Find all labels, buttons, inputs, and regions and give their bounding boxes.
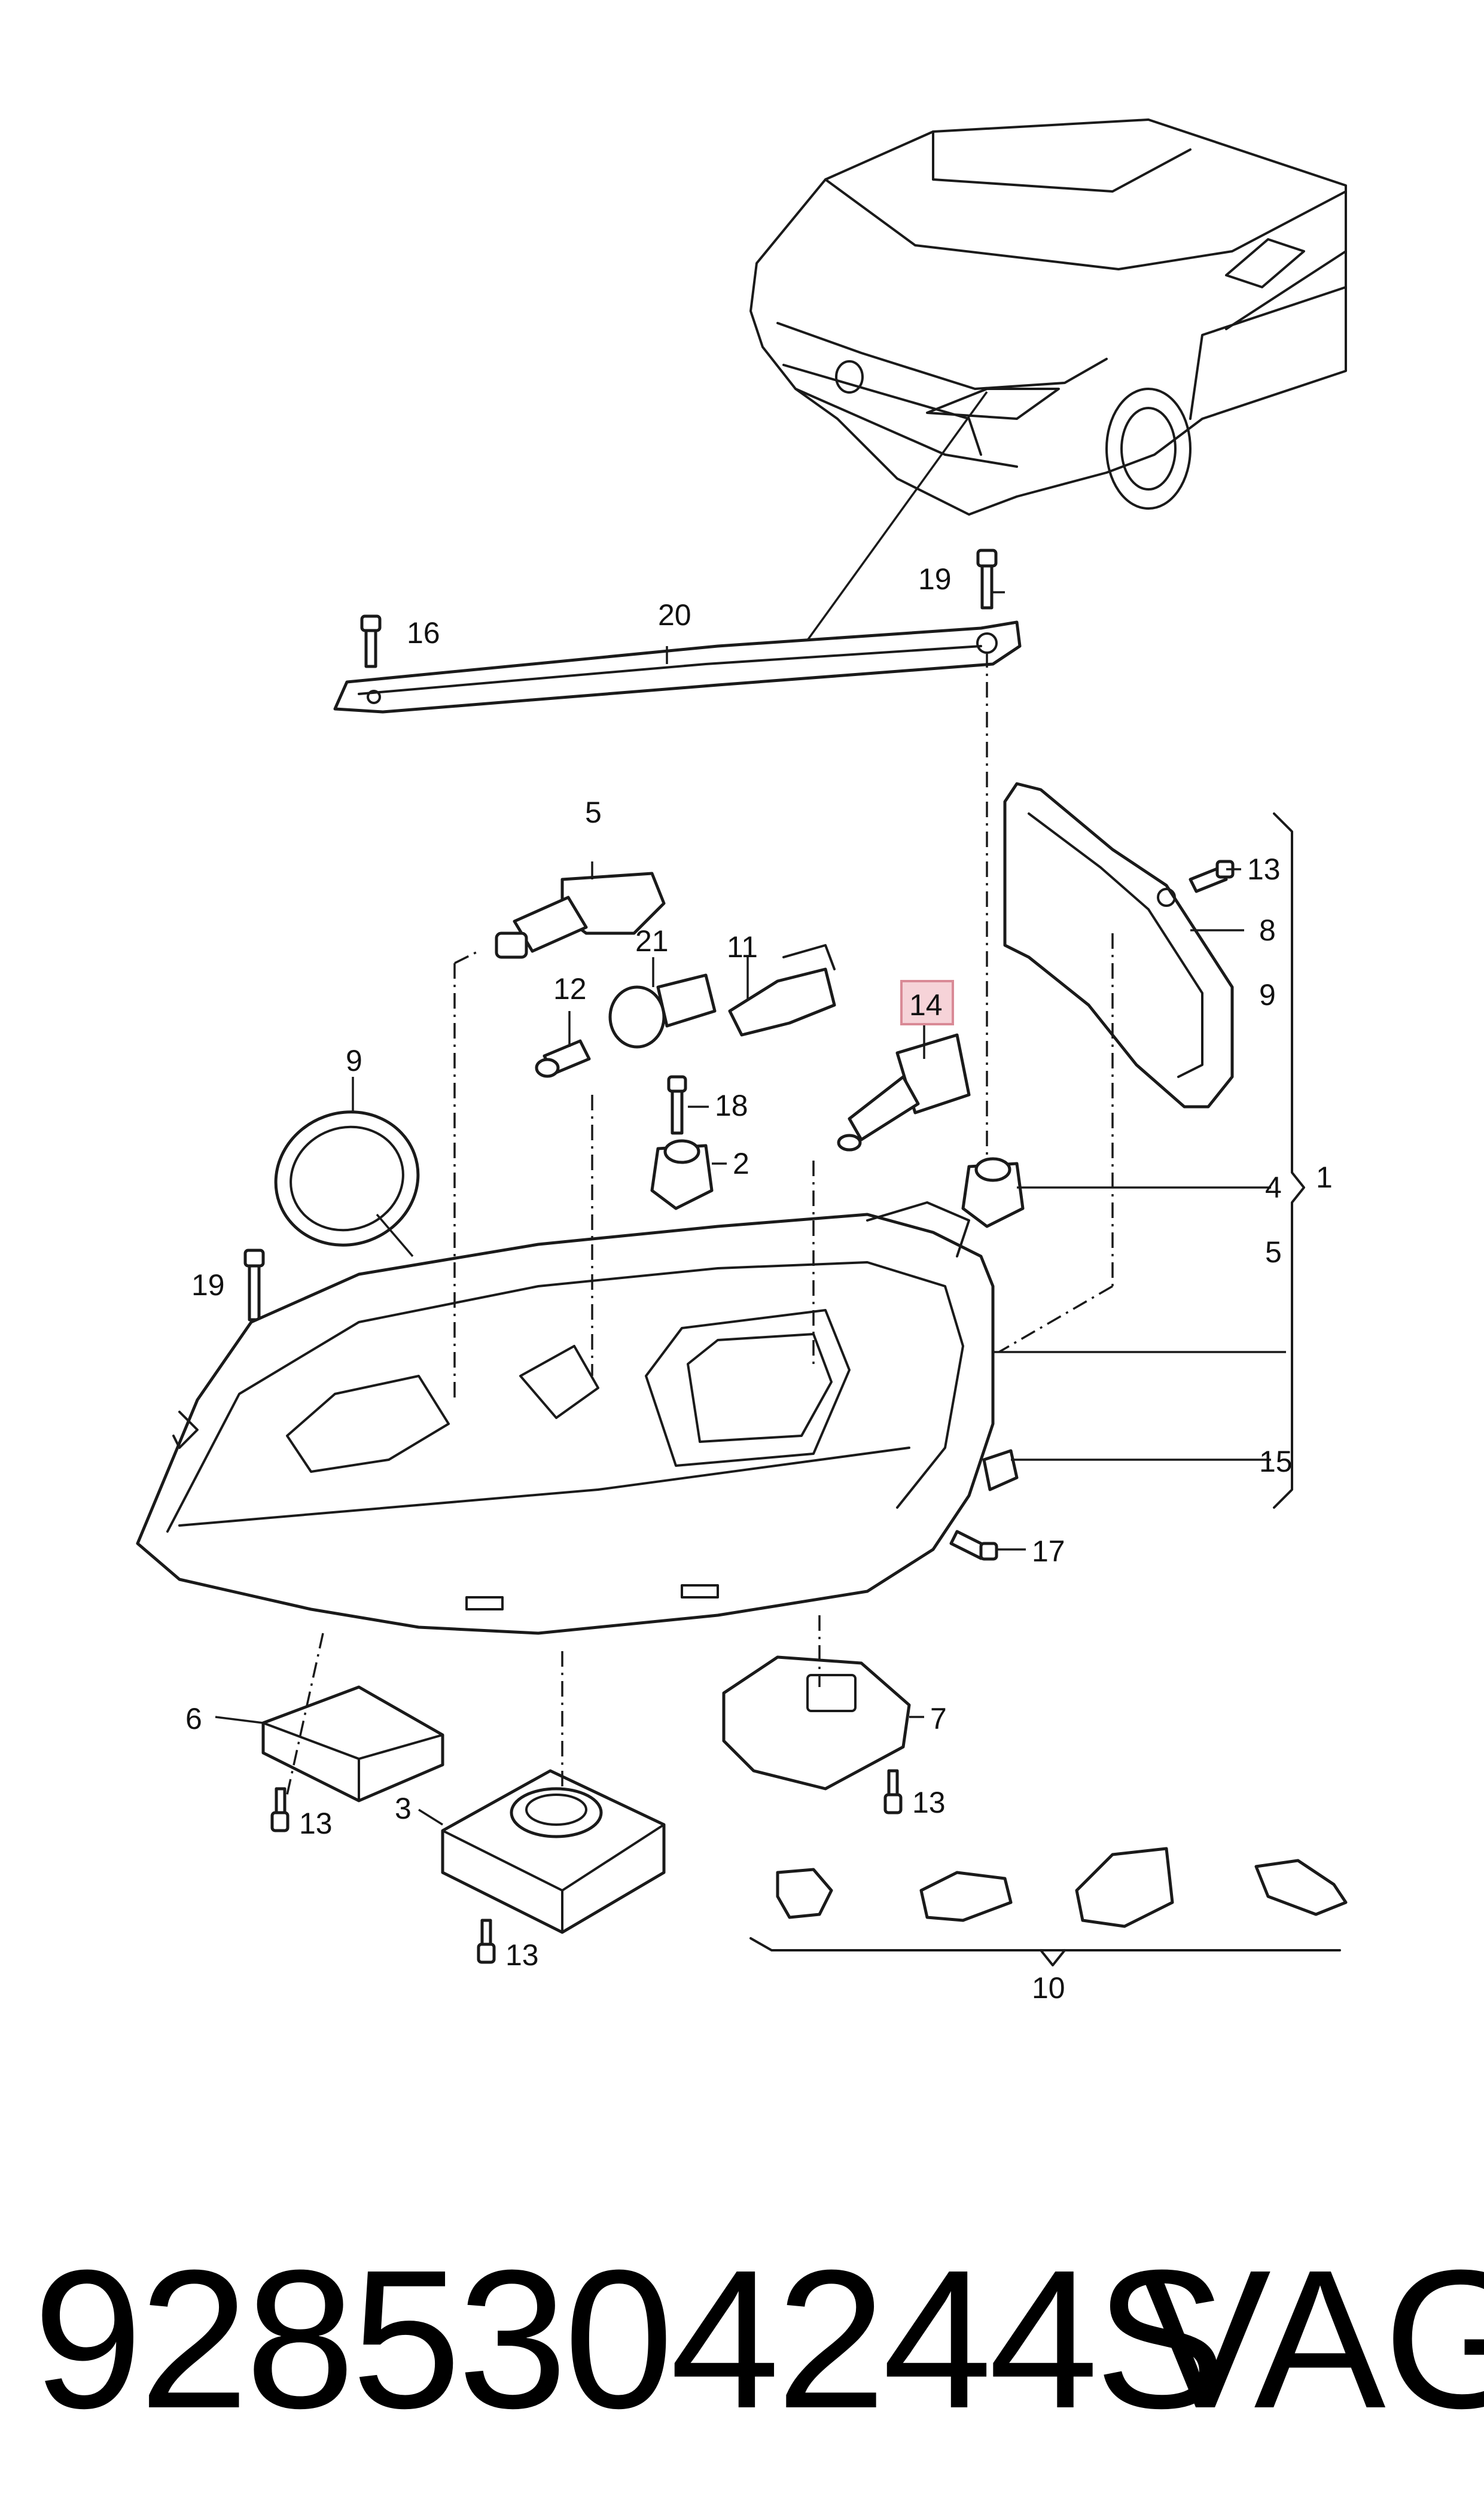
part-5-bulb	[495, 872, 666, 959]
callout-17: 17	[1032, 1534, 1065, 1568]
callout-13-left: 13	[299, 1807, 333, 1840]
part-4-clip	[961, 1157, 1025, 1228]
callout-9-left: 9	[346, 1044, 362, 1077]
part-number: 9285304244S	[33, 2228, 1226, 2449]
callout-21: 21	[635, 924, 669, 958]
part-7-bracket	[722, 1655, 911, 1791]
car-illustration	[749, 118, 1347, 641]
part-9-ring	[274, 1110, 420, 1247]
callout-12: 12	[553, 972, 587, 1006]
assembly-lines	[286, 652, 1114, 1795]
callout-7: 7	[930, 1702, 947, 1735]
part-14-xenon-bulb	[837, 1033, 971, 1152]
part-12-bulb	[535, 1039, 591, 1078]
part-20-bracket	[333, 620, 1022, 714]
brand-name: VAG	[1139, 2228, 1484, 2449]
part-3-ballast	[441, 1769, 666, 1934]
callout-13-upper: 13	[1247, 852, 1281, 886]
callout-14-highlight	[900, 980, 954, 1025]
callout-2: 2	[733, 1147, 749, 1180]
screw-18	[667, 1075, 687, 1135]
screw-17	[949, 1530, 998, 1561]
callout-labels: 20 16 19 5 21 11 12 14 13 8 9 9 18 2 4 1…	[185, 562, 1333, 2005]
screw-13-left	[270, 1787, 290, 1832]
part-15-clip	[982, 1449, 1019, 1491]
screw-19-lower	[243, 1249, 265, 1322]
part-10-connectors	[749, 1847, 1348, 1966]
callout-4: 4	[1265, 1171, 1282, 1204]
callout-13-right: 13	[912, 1786, 946, 1819]
callout-15: 15	[1259, 1445, 1293, 1478]
callout-1-brace	[1273, 812, 1305, 1509]
callout-8: 8	[1259, 914, 1276, 947]
leader-lines	[215, 591, 1286, 1826]
callout-5-right: 5	[1265, 1235, 1282, 1269]
callout-1: 1	[1316, 1161, 1333, 1194]
part-2-clip	[650, 1139, 714, 1210]
screw-16	[360, 614, 382, 668]
part-1-headlight	[136, 1201, 995, 1635]
callout-9-right: 9	[1259, 978, 1276, 1012]
callout-14: 14	[909, 988, 943, 1022]
callout-18: 18	[715, 1089, 748, 1122]
callout-13-bottom: 13	[505, 1938, 539, 1972]
screw-19-top	[976, 549, 998, 610]
part-11-bulb	[728, 944, 836, 1037]
part-21-bulb	[608, 973, 717, 1049]
part-6-module	[261, 1685, 444, 1803]
callout-3: 3	[395, 1792, 412, 1825]
callout-19-top: 19	[918, 562, 952, 596]
callout-5-top: 5	[585, 796, 602, 829]
screw-13-bottom	[477, 1919, 496, 1964]
callout-11: 11	[727, 930, 758, 964]
part-8-cover	[1003, 782, 1234, 1109]
callout-16: 16	[407, 616, 440, 650]
callout-20: 20	[658, 598, 691, 632]
screw-13-right	[883, 1769, 903, 1814]
screw-13-upper	[1189, 860, 1235, 893]
footer: 9285304244S VAG	[0, 2225, 1484, 2477]
callout-10: 10	[1032, 1971, 1065, 2005]
callout-19-lower: 19	[191, 1268, 225, 1302]
callout-6: 6	[185, 1702, 202, 1735]
